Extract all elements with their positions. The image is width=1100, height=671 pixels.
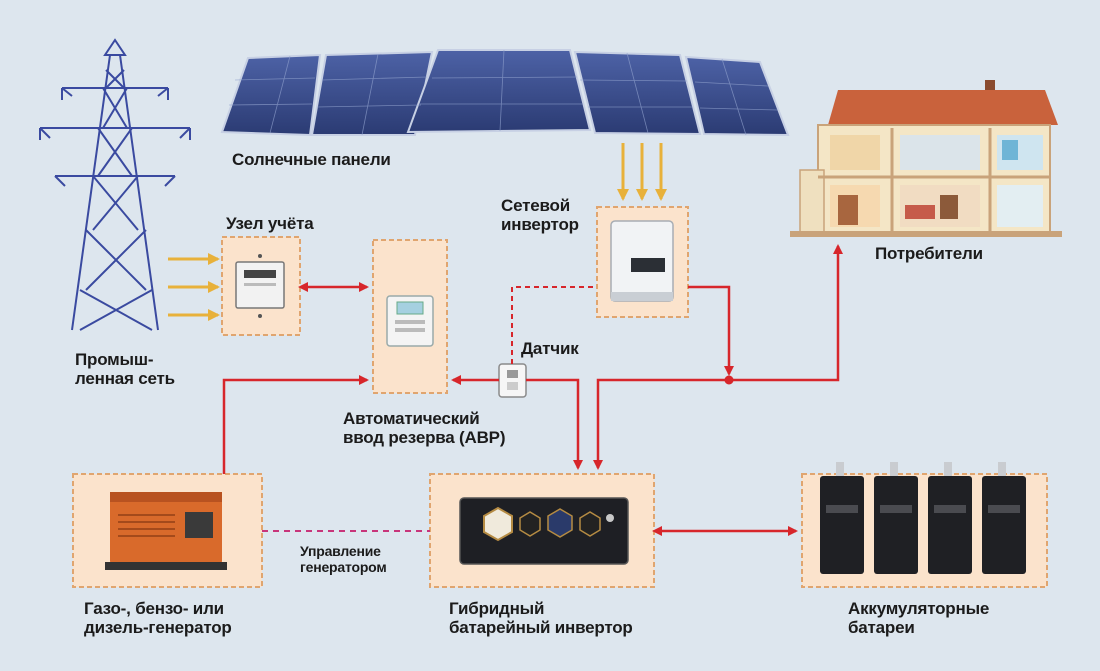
battery-icon bbox=[820, 462, 1026, 574]
generator-control-line2: генератором bbox=[300, 559, 387, 575]
label-ats: Автоматический ввод резерва (АВР) bbox=[343, 409, 505, 447]
sensor-icon bbox=[498, 363, 527, 398]
solar-input-arrows bbox=[617, 143, 667, 201]
ats-line1: Автоматический bbox=[343, 409, 480, 428]
label-generator-control: Управление генератором bbox=[300, 543, 387, 575]
grid-inverter-box bbox=[596, 206, 689, 318]
hybrid-inverter-icon bbox=[459, 497, 629, 565]
batteries-line2: батареи bbox=[848, 618, 915, 637]
batteries-line1: Аккумуляторные bbox=[848, 599, 990, 618]
grid-input-arrows bbox=[168, 253, 220, 321]
grid-inverter-line1: Сетевой bbox=[501, 196, 570, 215]
house-icon bbox=[790, 80, 1062, 237]
industrial-grid-line1: Промыш- bbox=[75, 350, 154, 369]
junction-dot bbox=[724, 375, 734, 385]
power-pylon-icon bbox=[39, 38, 191, 331]
sensor-signal-line bbox=[511, 286, 597, 364]
meter-box bbox=[221, 236, 301, 336]
grid-inverter-line2: инвертор bbox=[501, 215, 579, 234]
electric-meter-icon bbox=[235, 254, 285, 318]
ats-box bbox=[372, 239, 448, 394]
generator-box bbox=[72, 473, 263, 588]
generator-line2: дизель-генератор bbox=[84, 618, 232, 637]
sensor-text: Датчик bbox=[521, 339, 579, 358]
label-grid-inverter: Сетевой инвертор bbox=[501, 196, 579, 234]
generator-icon bbox=[105, 492, 227, 570]
grid-inverter-icon bbox=[610, 220, 674, 302]
label-hybrid-inverter: Гибридный батарейный инвертор bbox=[449, 599, 633, 637]
industrial-grid-line2: ленная сеть bbox=[75, 369, 175, 388]
hybrid-inverter-line1: Гибридный bbox=[449, 599, 545, 618]
solar-panel-icon bbox=[220, 49, 790, 137]
label-metering-node: Узел учёта bbox=[226, 214, 314, 233]
ats-cabinet-icon bbox=[386, 295, 434, 347]
label-solar-panels: Солнечные панели bbox=[232, 150, 391, 169]
hybrid-inverter-box bbox=[429, 473, 655, 588]
generator-control-line1: Управление bbox=[300, 543, 381, 559]
ats-line2: ввод резерва (АВР) bbox=[343, 428, 506, 447]
label-batteries: Аккумуляторные батареи bbox=[848, 599, 989, 637]
solar-panels-text: Солнечные панели bbox=[232, 150, 391, 169]
label-generator: Газо-, бензо- или дизель-генератор bbox=[84, 599, 232, 637]
label-industrial-grid: Промыш- ленная сеть bbox=[75, 350, 175, 388]
hybrid-inverter-line2: батарейный инвертор bbox=[449, 618, 633, 637]
metering-node-text: Узел учёта bbox=[226, 214, 314, 233]
label-sensor: Датчик bbox=[521, 339, 579, 358]
consumers-text: Потребители bbox=[875, 244, 983, 263]
power-connections bbox=[222, 244, 843, 536]
generator-line1: Газо-, бензо- или bbox=[84, 599, 224, 618]
label-consumers: Потребители bbox=[875, 244, 983, 263]
batteries-box bbox=[801, 462, 1048, 588]
